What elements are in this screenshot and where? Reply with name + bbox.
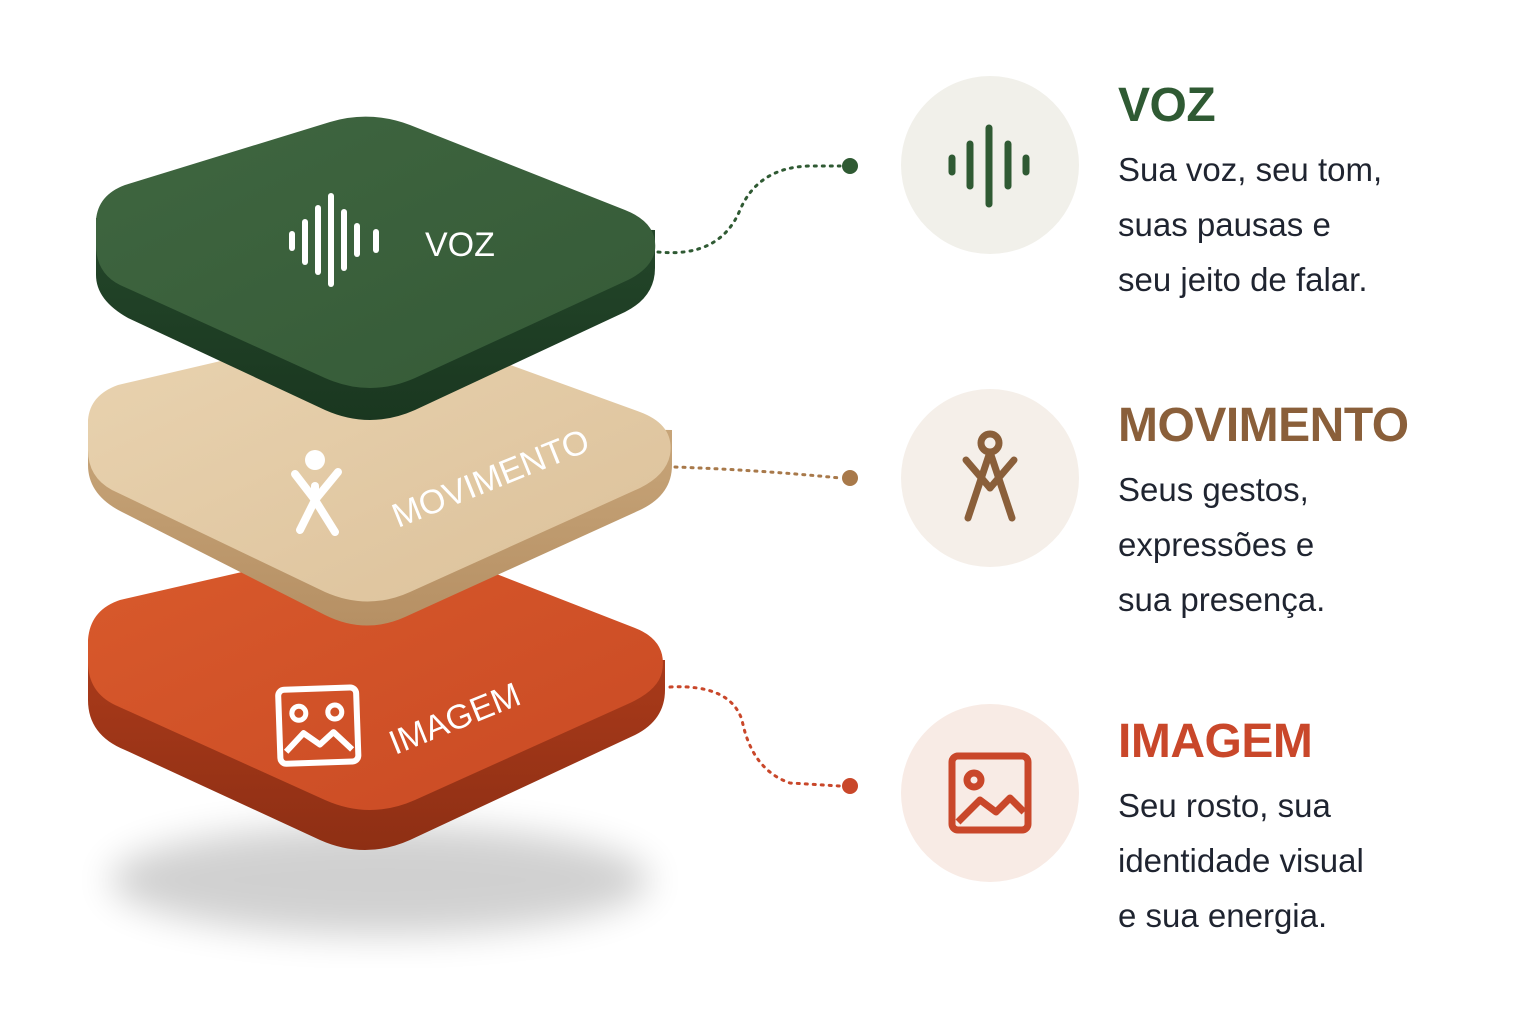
badge-voz bbox=[901, 76, 1079, 254]
layer-movimento-top bbox=[88, 327, 671, 602]
compass-figure-icon bbox=[962, 430, 1018, 522]
ground-shadow bbox=[110, 825, 650, 935]
panel-voz-title: VOZ bbox=[1118, 79, 1216, 132]
connector-voz bbox=[656, 158, 858, 255]
connector-imagem-dot bbox=[842, 778, 858, 794]
image-icon bbox=[948, 752, 1032, 834]
layer-movimento[interactable]: MOVIMENTO bbox=[88, 327, 672, 626]
waveform-icon bbox=[289, 193, 379, 287]
panel-imagem-title: IMAGEM bbox=[1118, 715, 1313, 768]
panel-movimento-title: MOVIMENTO bbox=[1118, 399, 1409, 452]
badge-imagem bbox=[901, 704, 1079, 882]
layer-imagem-top bbox=[88, 541, 663, 810]
layer-voz[interactable]: VOZ bbox=[96, 116, 656, 420]
panel-movimento-description: Seus gestos, expressões e sua presença. bbox=[1118, 471, 1326, 618]
panel-imagem: IMAGEM Seu rosto, sua identidade visual … bbox=[1118, 716, 1518, 943]
panel-movimento: MOVIMENTO Seus gestos, expressões e sua … bbox=[1118, 400, 1518, 627]
connector-movimento bbox=[673, 465, 858, 486]
badge-movimento bbox=[901, 389, 1079, 567]
person-icon bbox=[291, 450, 342, 536]
panel-voz: VOZ Sua voz, seu tom, suas pausas e seu … bbox=[1118, 80, 1518, 307]
panel-voz-description: Sua voz, seu tom, suas pausas e seu jeit… bbox=[1118, 151, 1383, 298]
connector-imagem bbox=[668, 685, 858, 794]
panel-imagem-description: Seu rosto, sua identidade visual e sua e… bbox=[1118, 787, 1364, 934]
connector-voz-dot bbox=[842, 158, 858, 174]
layer-imagem[interactable]: IMAGEM bbox=[88, 541, 665, 850]
connector-movimento-dot bbox=[842, 470, 858, 486]
layer-voz-label: VOZ bbox=[425, 226, 495, 264]
image-icon bbox=[275, 684, 362, 767]
waveform-icon bbox=[948, 124, 1030, 208]
